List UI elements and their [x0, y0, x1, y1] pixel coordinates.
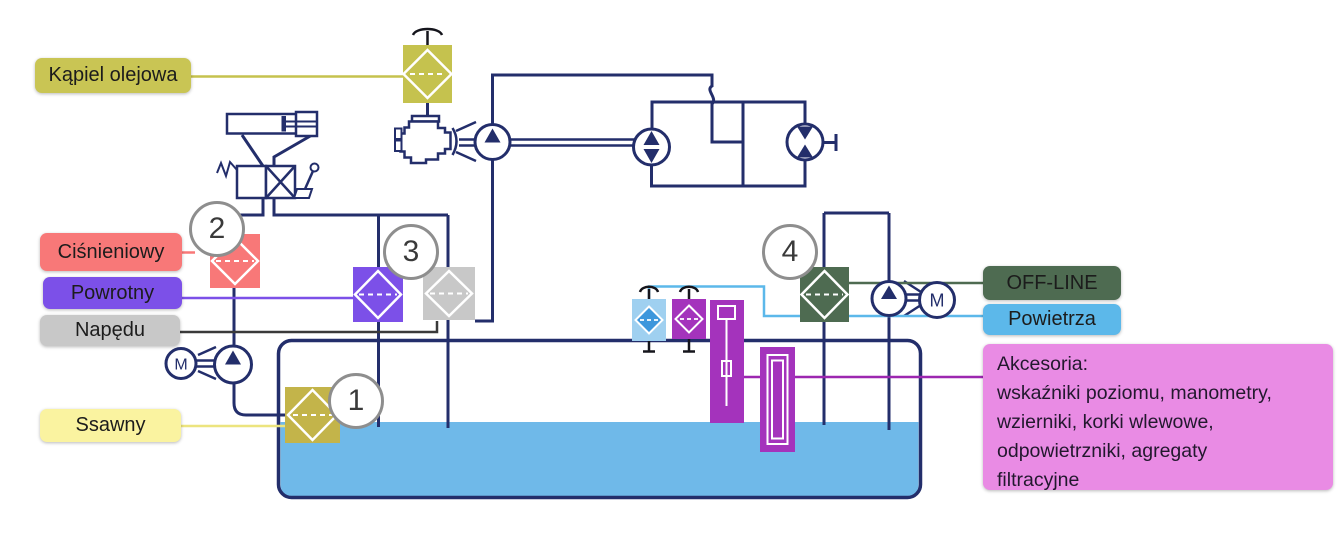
level-indicator [710, 300, 744, 423]
air-filter-breather-icon [638, 285, 660, 299]
valve-lever-foot [292, 188, 314, 199]
offline-electric-motor-letter: M [930, 291, 945, 311]
offline-electric-motor: M [918, 281, 956, 319]
valve-lever-arm [303, 170, 315, 190]
offline-filter [799, 267, 850, 322]
label-oil-bath: Kąpiel olejowa [35, 58, 191, 93]
hydraulic-cylinder [225, 110, 319, 138]
drive-connector-line [180, 321, 439, 334]
tank-liquid [280, 422, 919, 496]
label-suction: Ssawny [40, 409, 181, 442]
marker-1: 1 [328, 373, 384, 429]
marker-2: 2 [189, 201, 245, 257]
offline-pump [870, 280, 908, 317]
label-accessories: Akcesoria: wskaźniki poziomu, manometry,… [983, 344, 1333, 491]
air-breather-filter [632, 299, 666, 341]
combustion-engine [394, 114, 458, 165]
charge-line-with-break [491, 73, 743, 144]
oil-bath-filter [401, 45, 454, 103]
marker-3-number: 3 [402, 235, 420, 268]
breather-filter-magenta [672, 299, 706, 339]
transmission-pump [632, 127, 671, 167]
motor-shaft [823, 134, 838, 151]
suction-pump [213, 344, 253, 385]
label-air: Powietrza [983, 304, 1121, 335]
oil-bath-breather-icon [411, 27, 444, 45]
valve-spring [216, 159, 238, 180]
electric-motor-left: M [164, 347, 198, 380]
marker-4: 4 [762, 224, 818, 280]
marker-2-number: 2 [208, 212, 226, 245]
marker-4-number: 4 [781, 235, 799, 268]
sight-glass [760, 347, 795, 452]
electric-motor-left-letter: M [174, 357, 187, 374]
shaft-couplings [196, 120, 922, 381]
marker-1-number: 1 [347, 384, 365, 417]
label-return: Powrotny [43, 277, 182, 309]
drive-filter [423, 267, 475, 320]
bell-housing-arc [451, 127, 458, 156]
label-pressure: Ciśnieniowy [40, 233, 182, 271]
return-filter [353, 267, 403, 322]
valve-lever-knob [309, 162, 320, 173]
magenta-filter-breather-icon [678, 285, 700, 299]
breather-caps [411, 27, 700, 353]
label-drive: Napędu [40, 315, 180, 346]
marker-3: 3 [383, 224, 439, 280]
directional-valve [216, 159, 320, 200]
label-offline: OFF-LINE [983, 266, 1121, 300]
hydraulic-motor [785, 122, 825, 162]
main-pump [473, 123, 512, 161]
tank [276, 338, 923, 500]
